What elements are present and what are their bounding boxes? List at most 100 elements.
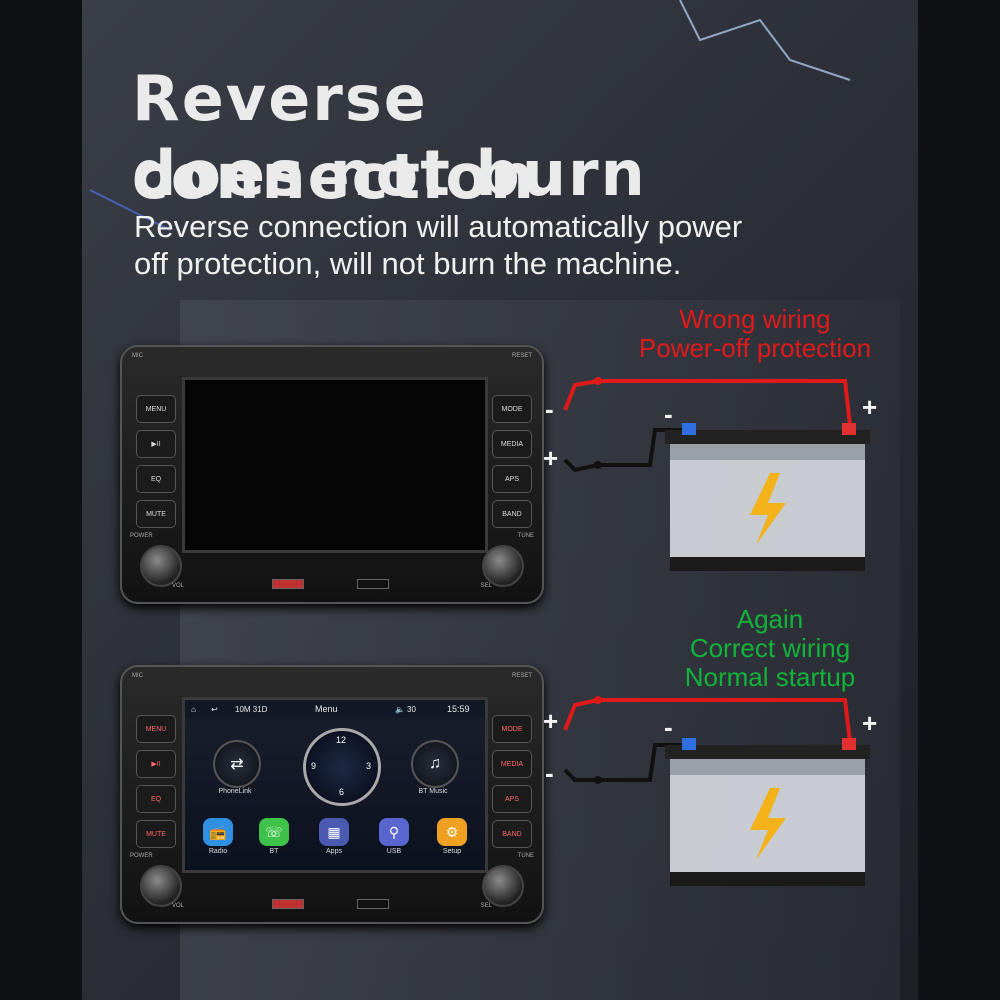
eq-button[interactable]: EQ <box>136 465 176 493</box>
app-usb[interactable]: ⚲ USB <box>377 818 411 855</box>
bt-music-icon[interactable]: ♫ <box>411 740 459 788</box>
menu-button[interactable]: MENU <box>136 715 176 743</box>
phonelink-icon[interactable]: ⇄ <box>213 740 261 788</box>
app-usb-label: USB <box>386 848 402 855</box>
mic-label: MIC <box>132 673 143 679</box>
subtitle-line-1: Reverse connection will automatically po… <box>134 209 743 244</box>
reset-label: RESET <box>511 353 532 359</box>
switch-contact-black-bottom <box>594 776 602 784</box>
back-icon[interactable]: ↩ <box>211 704 218 714</box>
bt-phone-icon: ☏ <box>259 818 289 846</box>
app-radio[interactable]: 📻 Radio <box>201 818 235 855</box>
mic-label: MIC <box>132 353 143 359</box>
phonelink-label: PhoneLink <box>218 788 252 795</box>
battery-positive-bottom: + <box>862 708 878 738</box>
headline-line-2: does not burn <box>132 137 647 210</box>
media-button[interactable]: MEDIA <box>492 750 532 778</box>
battery-terminal-positive <box>842 423 856 435</box>
normal-startup-text: Normal startup <box>684 662 856 692</box>
app-apps-label: Apps <box>326 848 342 855</box>
battery-negative-top: - <box>664 399 673 429</box>
left-button-column: MENU ▶II EQ MUTE <box>136 395 176 528</box>
usb-port <box>357 579 389 589</box>
battery-negative-bottom: - <box>664 712 673 742</box>
vol-label: VOL <box>172 903 185 909</box>
battery-terminal-negative <box>682 423 696 435</box>
tune-label: TUNE <box>517 853 534 859</box>
volume-knob[interactable] <box>140 545 182 587</box>
switch-contact-red-bottom <box>594 696 602 704</box>
sd-slot <box>272 579 304 589</box>
clock-6: 6 <box>339 787 345 797</box>
battery-terminal-negative <box>682 738 696 750</box>
lightning-bolt-icon <box>750 473 786 545</box>
volume-knob[interactable] <box>140 865 182 907</box>
band-button[interactable]: BAND <box>492 500 532 528</box>
battery-base <box>670 557 865 571</box>
subtitle-line-2: off protection, will not burn the machin… <box>134 246 682 281</box>
mode-button[interactable]: MODE <box>492 715 532 743</box>
app-bt-label: BT <box>269 848 279 855</box>
sd-slot <box>272 899 304 909</box>
battery-rim <box>670 759 865 775</box>
setup-icon: ⚙ <box>437 818 467 846</box>
wrong-wiring-note: Wrong wiring Power-off protection <box>610 305 900 363</box>
home-icon[interactable]: ⌂ <box>191 704 196 714</box>
right-button-column-lit: MODE MEDIA APS BAND <box>492 715 532 848</box>
play-pause-button[interactable]: ▶II <box>136 750 176 778</box>
volume-icon: 🔈 <box>395 704 405 714</box>
left-dark-edge <box>0 0 82 1000</box>
black-wire-bottom <box>563 743 685 782</box>
aps-button[interactable]: APS <box>492 785 532 813</box>
battery-top <box>665 423 870 571</box>
aps-button[interactable]: APS <box>492 465 532 493</box>
radio-screen-on: ⌂ ↩ 10M 31D Menu 🔈 30 15:59 ⇄ PhoneLink … <box>182 697 488 873</box>
eq-button[interactable]: EQ <box>136 785 176 813</box>
black-wire-top <box>563 428 685 473</box>
clock-9: 9 <box>311 761 317 771</box>
radio-positive-terminal-top: + <box>543 443 559 473</box>
battery-bottom <box>665 738 870 886</box>
right-dark-edge <box>918 0 1000 1000</box>
wrong-wiring-text: Wrong wiring <box>679 304 831 334</box>
app-setup-label: Setup <box>442 848 462 855</box>
app-bt[interactable]: ☏ BT <box>257 818 291 855</box>
battery-positive-top: + <box>862 392 878 422</box>
lightning-bolt-icon <box>750 788 786 860</box>
again-text: Again <box>736 604 804 634</box>
radio-unit-top: MIC RESET MENU ▶II EQ MUTE MODE MEDIA AP… <box>120 345 544 604</box>
apps-icon: ▦ <box>319 818 349 846</box>
power-label: POWER <box>130 853 153 859</box>
lightning-top-right <box>679 0 851 81</box>
battery-base <box>670 872 865 886</box>
app-apps[interactable]: ▦ Apps <box>317 818 351 855</box>
media-button[interactable]: MEDIA <box>492 430 532 458</box>
reset-label: RESET <box>511 673 532 679</box>
app-setup[interactable]: ⚙ Setup <box>435 818 469 855</box>
usb-icon: ⚲ <box>379 818 409 846</box>
radio-positive-terminal-bottom: + <box>543 706 559 736</box>
right-button-column: MODE MEDIA APS BAND <box>492 395 532 528</box>
tune-knob[interactable] <box>482 545 524 587</box>
tune-knob[interactable] <box>482 865 524 907</box>
radio-unit-bottom: MIC RESET MENU ▶II EQ MUTE ⌂ ↩ 10M 31D M… <box>120 665 544 924</box>
left-button-column-lit: MENU ▶II EQ MUTE <box>136 715 176 848</box>
sel-label: SEL <box>480 903 492 909</box>
radio-negative-terminal-bottom: - <box>545 758 554 788</box>
band-button[interactable]: BAND <box>492 820 532 848</box>
radio-negative-terminal-top: - <box>545 394 554 424</box>
mute-button[interactable]: MUTE <box>136 500 176 528</box>
mute-button[interactable]: MUTE <box>136 820 176 848</box>
sel-label: SEL <box>480 583 492 589</box>
headline-line-1: Reverse connection <box>132 62 537 213</box>
menu-button[interactable]: MENU <box>136 395 176 423</box>
mode-button[interactable]: MODE <box>492 395 532 423</box>
play-pause-button[interactable]: ▶II <box>136 430 176 458</box>
correct-wiring-note: Again Correct wiring Normal startup <box>650 605 890 692</box>
vol-label: VOL <box>172 583 185 589</box>
lightning-left <box>89 189 171 231</box>
clock-widget[interactable]: 12 3 6 9 <box>303 728 381 806</box>
power-label: POWER <box>130 533 153 539</box>
battery-lid <box>665 430 870 444</box>
